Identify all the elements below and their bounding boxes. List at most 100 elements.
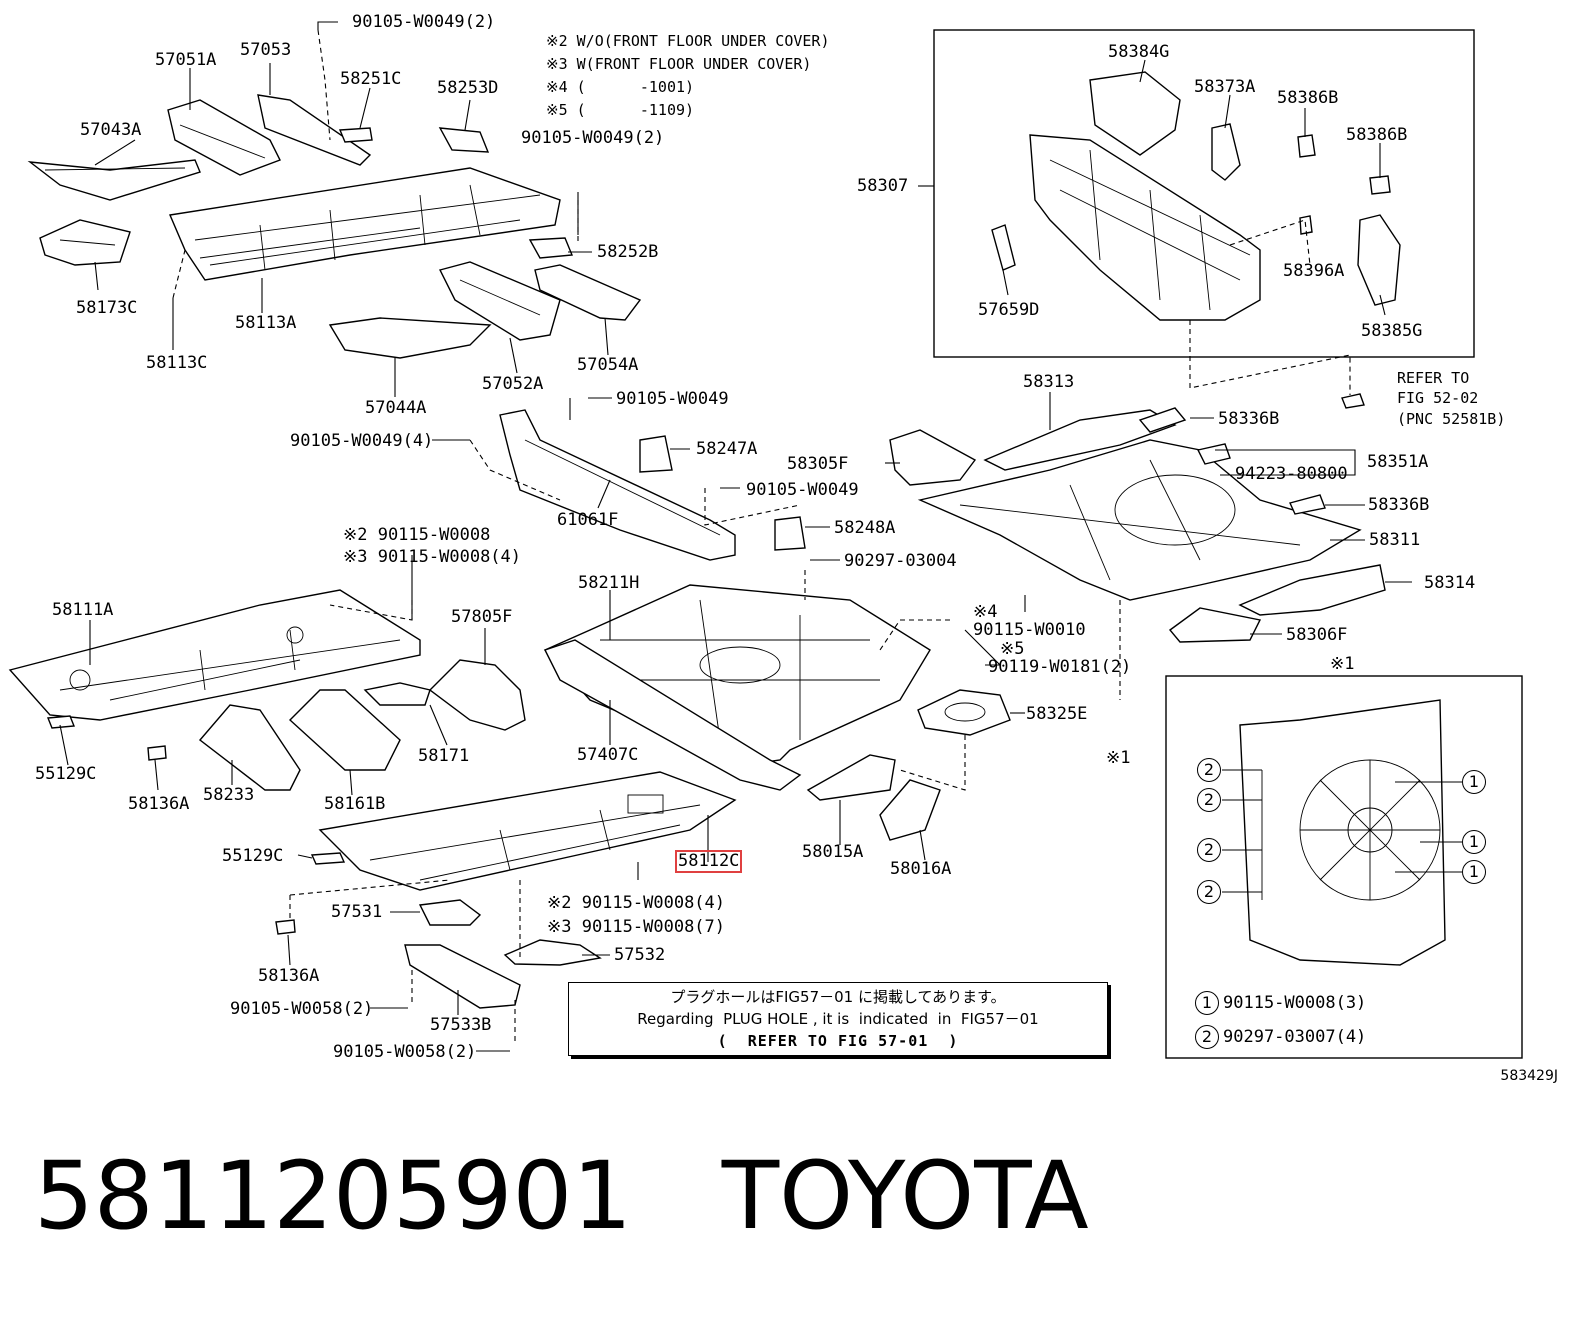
bracket-58173C: [39, 219, 131, 266]
clip-fig-52-02: [1341, 393, 1365, 409]
bracket-58305F: [889, 429, 977, 486]
label-58016A[interactable]: 58016A: [890, 859, 952, 879]
label-55129C-a[interactable]: 55129C: [35, 764, 97, 784]
legend-callout-1: 1: [1195, 991, 1219, 1015]
label-58113A[interactable]: 58113A: [235, 313, 297, 333]
label-58351A[interactable]: 58351A: [1367, 452, 1429, 472]
label-58386B-a[interactable]: 58386B: [1277, 88, 1339, 108]
inset-spare-tire-well: [1239, 699, 1446, 966]
label-58111A[interactable]: 58111A: [52, 600, 114, 620]
rear-floor-58311: [917, 439, 1362, 601]
label-58385G[interactable]: 58385G: [1361, 321, 1423, 341]
label-58233[interactable]: 58233: [203, 785, 255, 805]
plug-note-refer[interactable]: ( REFER TO FIG 57-01 ): [717, 1032, 959, 1050]
label-58171[interactable]: 58171: [418, 746, 470, 766]
label-57052A[interactable]: 57052A: [482, 374, 544, 394]
inset-callout-1: 1: [1462, 860, 1486, 884]
label-58252B[interactable]: 58252B: [597, 242, 659, 262]
bracket-58306F: [1168, 607, 1262, 643]
label-57043A[interactable]: 57043A: [80, 120, 142, 140]
label-90115-W0010[interactable]: 90115-W0010: [973, 620, 1086, 640]
label-57054A[interactable]: 57054A: [577, 355, 639, 375]
bracket-58336B-a: [1138, 407, 1187, 433]
label-note2-90115-W0008[interactable]: ※2 90115-W0008: [343, 525, 491, 545]
label-90297-03004[interactable]: 90297-03004: [844, 551, 957, 571]
label-58386B-b[interactable]: 58386B: [1346, 125, 1408, 145]
label-58161B[interactable]: 58161B: [324, 794, 386, 814]
label-57532[interactable]: 57532: [614, 945, 666, 965]
label-58325E[interactable]: 58325E: [1026, 704, 1088, 724]
label-90105-W0049-2-top[interactable]: 90105-W0049(2): [352, 12, 496, 32]
rocker-reinforcement-57051A: [167, 99, 281, 176]
brace-58015A: [806, 754, 896, 801]
label-58314[interactable]: 58314: [1424, 573, 1476, 593]
label-58336B-a[interactable]: 58336B: [1218, 409, 1280, 429]
label-58373A[interactable]: 58373A: [1194, 77, 1256, 97]
label-58305F[interactable]: 58305F: [787, 454, 849, 474]
bracket-58336B-b: [1289, 494, 1326, 515]
label-58251C[interactable]: 58251C: [340, 69, 402, 89]
member-57052A: [438, 261, 561, 341]
legend-callout-2: 2: [1195, 1025, 1219, 1049]
label-90105-W0049-2-mid[interactable]: 90105-W0049(2): [521, 128, 665, 148]
label-90119-W0181-2[interactable]: 90119-W0181(2): [988, 657, 1132, 677]
inset-callout-2: 2: [1197, 880, 1221, 904]
label-note2-90115-W0008-4[interactable]: ※2 90115-W0008(4): [547, 893, 726, 913]
label-57533B[interactable]: 57533B: [430, 1015, 492, 1035]
inset-box: [1165, 675, 1523, 1059]
label-57051A[interactable]: 57051A: [155, 50, 217, 70]
label-58248A[interactable]: 58248A: [834, 518, 896, 538]
label-note3-90115-W0008-4[interactable]: ※3 90115-W0008(4): [343, 547, 522, 567]
inset-callout-1: 1: [1462, 770, 1486, 794]
plug-note-english: Regarding PLUG HOLE , it is indicated in…: [637, 1010, 1039, 1028]
note-4: ※4 ( -1001): [546, 78, 695, 96]
plate-58325E: [917, 689, 1011, 736]
legend-90297-03007-4[interactable]: 90297-03007(4): [1223, 1026, 1367, 1047]
label-94223-80800[interactable]: 94223-80800: [1235, 464, 1348, 484]
label-58136A-a[interactable]: 58136A: [128, 794, 190, 814]
label-55129C-b[interactable]: 55129C: [222, 846, 284, 866]
label-58311[interactable]: 58311: [1369, 530, 1421, 550]
label-58112C-highlighted[interactable]: 58112C: [674, 850, 743, 873]
label-57044A[interactable]: 57044A: [365, 398, 427, 418]
label-90105-W0049-a[interactable]: 90105-W0049: [616, 389, 729, 409]
label-58247A[interactable]: 58247A: [696, 439, 758, 459]
legend-90115-W0008-3[interactable]: 90115-W0008(3): [1223, 992, 1367, 1013]
label-note5-mark: ※5: [1000, 639, 1025, 659]
brace-58171: [363, 682, 431, 706]
note-3: ※3 W(FRONT FLOOR UNDER COVER): [546, 55, 812, 73]
leader-lines: [59, 21, 1462, 1052]
label-57659D[interactable]: 57659D: [978, 300, 1040, 320]
member-57053: [257, 94, 372, 166]
figure-number: 583429J: [1500, 1068, 1558, 1084]
label-58113C[interactable]: 58113C: [146, 353, 208, 373]
label-57053[interactable]: 57053: [240, 40, 292, 60]
bracket-58373A: [1211, 123, 1241, 181]
label-58336B-b[interactable]: 58336B: [1368, 495, 1430, 515]
label-90105-W0058-2-b[interactable]: 90105-W0058(2): [333, 1042, 477, 1062]
brace-58016A: [879, 779, 941, 841]
panel-group-box: [933, 29, 1475, 358]
brace-58161B: [288, 689, 401, 771]
label-note3-90115-W0008-7[interactable]: ※3 90115-W0008(7): [547, 917, 726, 937]
label-90105-W0049-4[interactable]: 90105-W0049(4): [290, 431, 434, 451]
label-61061F[interactable]: 61061F: [557, 510, 619, 530]
label-fig-52-02[interactable]: FIG 52-02: [1397, 389, 1479, 407]
label-58313[interactable]: 58313: [1023, 372, 1075, 392]
label-58307[interactable]: 58307: [857, 176, 909, 196]
label-58396A[interactable]: 58396A: [1283, 261, 1345, 281]
label-57805F[interactable]: 57805F: [451, 607, 513, 627]
label-58173C[interactable]: 58173C: [76, 298, 138, 318]
label-90105-W0049-b[interactable]: 90105-W0049: [746, 480, 859, 500]
label-58253D[interactable]: 58253D: [437, 78, 499, 98]
label-57531[interactable]: 57531: [331, 902, 383, 922]
label-58306F[interactable]: 58306F: [1286, 625, 1348, 645]
label-pnc-52581B: (PNC 52581B): [1397, 410, 1506, 428]
label-58015A[interactable]: 58015A: [802, 842, 864, 862]
label-58384G[interactable]: 58384G: [1108, 42, 1170, 62]
label-90105-W0058-2-a[interactable]: 90105-W0058(2): [230, 999, 374, 1019]
rocker-57044A: [328, 317, 492, 359]
label-57407C[interactable]: 57407C: [577, 745, 639, 765]
label-58211H[interactable]: 58211H: [578, 573, 640, 593]
label-58136A-b[interactable]: 58136A: [258, 966, 320, 986]
